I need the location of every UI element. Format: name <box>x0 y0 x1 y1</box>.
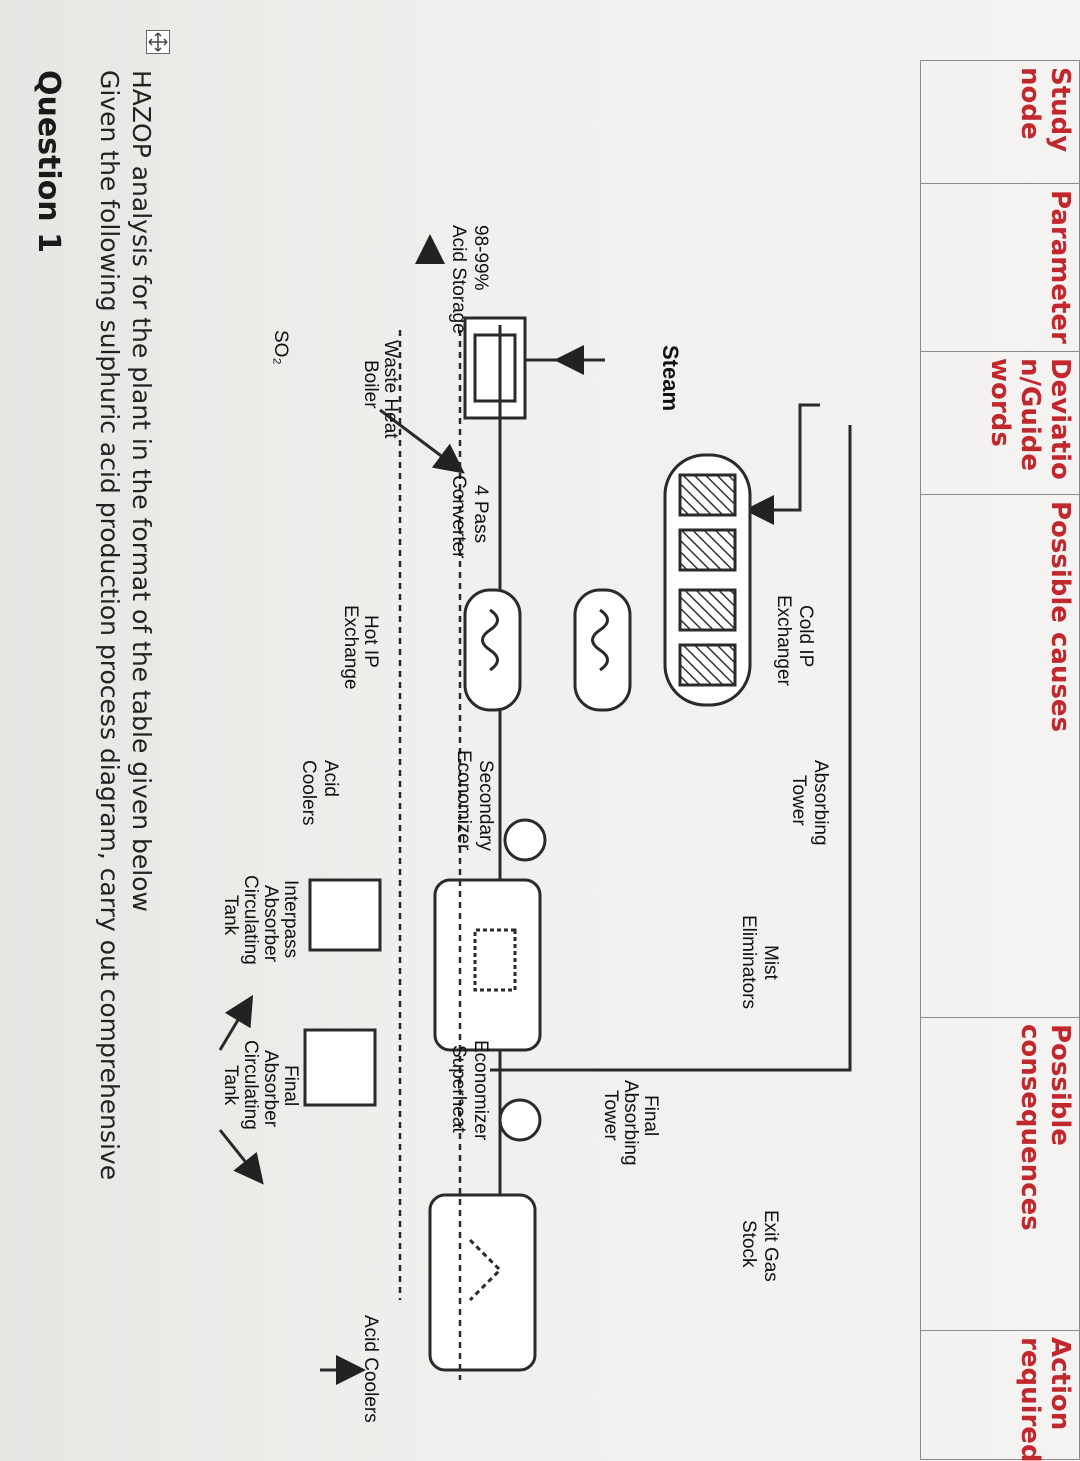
exit-gas-label-1: Exit Gas <box>760 1210 781 1282</box>
waste-heat-label-1: Waste Heat <box>380 340 401 439</box>
pump-2 <box>498 1098 542 1142</box>
hot-ip-label-2: Exchange <box>340 605 361 690</box>
so2-label: SO₂ <box>270 330 291 365</box>
acid-coolers-left-label-1: Acid <box>320 760 341 797</box>
converter-label-2: Converter <box>448 475 469 559</box>
header-study-node[interactable]: Study node <box>920 60 1080 184</box>
interpass-label-3: Circulating <box>240 875 261 965</box>
top-header-line <box>490 425 852 1072</box>
final-tank-label-4: Tank <box>220 1065 241 1106</box>
steam-label: Steam <box>658 345 683 412</box>
interpass-label-4: Tank <box>220 895 241 936</box>
interpass-tank <box>308 878 382 952</box>
header-deviation-guide-words[interactable]: Deviatio n/Guide words <box>920 351 1080 495</box>
final-tower-label-2: Absorbing <box>620 1080 641 1166</box>
final-tank-label-3: Circulating <box>240 1040 261 1130</box>
final-tower-label-3: Tower <box>600 1090 621 1141</box>
header-parameter[interactable]: Parameter <box>920 183 1080 352</box>
secondary-label-2: Economizer <box>453 750 474 851</box>
table-move-icon[interactable] <box>146 30 170 54</box>
mist-label-1: Mist <box>760 945 781 980</box>
hot-ip-label-1: Hot IP <box>360 615 381 668</box>
table-header-row: Study node Parameter Deviatio n/Guide wo… <box>920 60 1080 1461</box>
cold-ip-label-1: Cold IP <box>795 605 816 668</box>
secondary-label-1: Secondary <box>475 760 496 851</box>
interpass-label-2: Absorber <box>260 885 281 963</box>
absorbing-label-1: Absorbing <box>810 760 831 846</box>
econ-super-label-2: Superheat <box>448 1045 469 1133</box>
absorbing-tower <box>433 878 542 1052</box>
interpass-label-1: Interpass <box>280 880 301 959</box>
econ-super-label-1: Economizer <box>470 1040 491 1141</box>
so2-line <box>744 403 820 525</box>
converter-label-1: 4 Pass <box>470 485 491 544</box>
final-tower-label-1: Final <box>640 1095 661 1137</box>
acid-storage-label-1: 98-99% <box>470 225 491 291</box>
final-tank-label-1: Final <box>280 1065 301 1107</box>
mist-label-2: Eliminators <box>738 915 759 1009</box>
hazop-table: Study node Parameter Deviatio n/Guide wo… <box>920 60 1080 1461</box>
header-action-required[interactable]: Action required <box>920 1330 1080 1461</box>
header-possible-consequences[interactable]: Possible consequences <box>920 1017 1080 1331</box>
exit-gas-label-2: Stock <box>738 1220 759 1268</box>
pump-1 <box>503 818 547 862</box>
acid-coolers-left-label-2: Coolers <box>298 760 319 826</box>
final-tank <box>303 1028 377 1107</box>
acid-coolers-right-label: Acid Coolers <box>360 1315 381 1423</box>
final-absorbing-tower <box>428 1193 537 1372</box>
final-tank-label-2: Absorber <box>260 1050 281 1128</box>
header-possible-causes[interactable]: Possible causes <box>920 494 1080 1018</box>
waste-heat-label-2: Boiler <box>360 360 381 409</box>
cold-ip-label-2: Exchanger <box>773 595 794 686</box>
absorbing-label-2: Tower <box>788 775 809 826</box>
converter-vessel <box>663 453 752 707</box>
acid-storage-label-2: Acid Storage <box>448 225 469 334</box>
